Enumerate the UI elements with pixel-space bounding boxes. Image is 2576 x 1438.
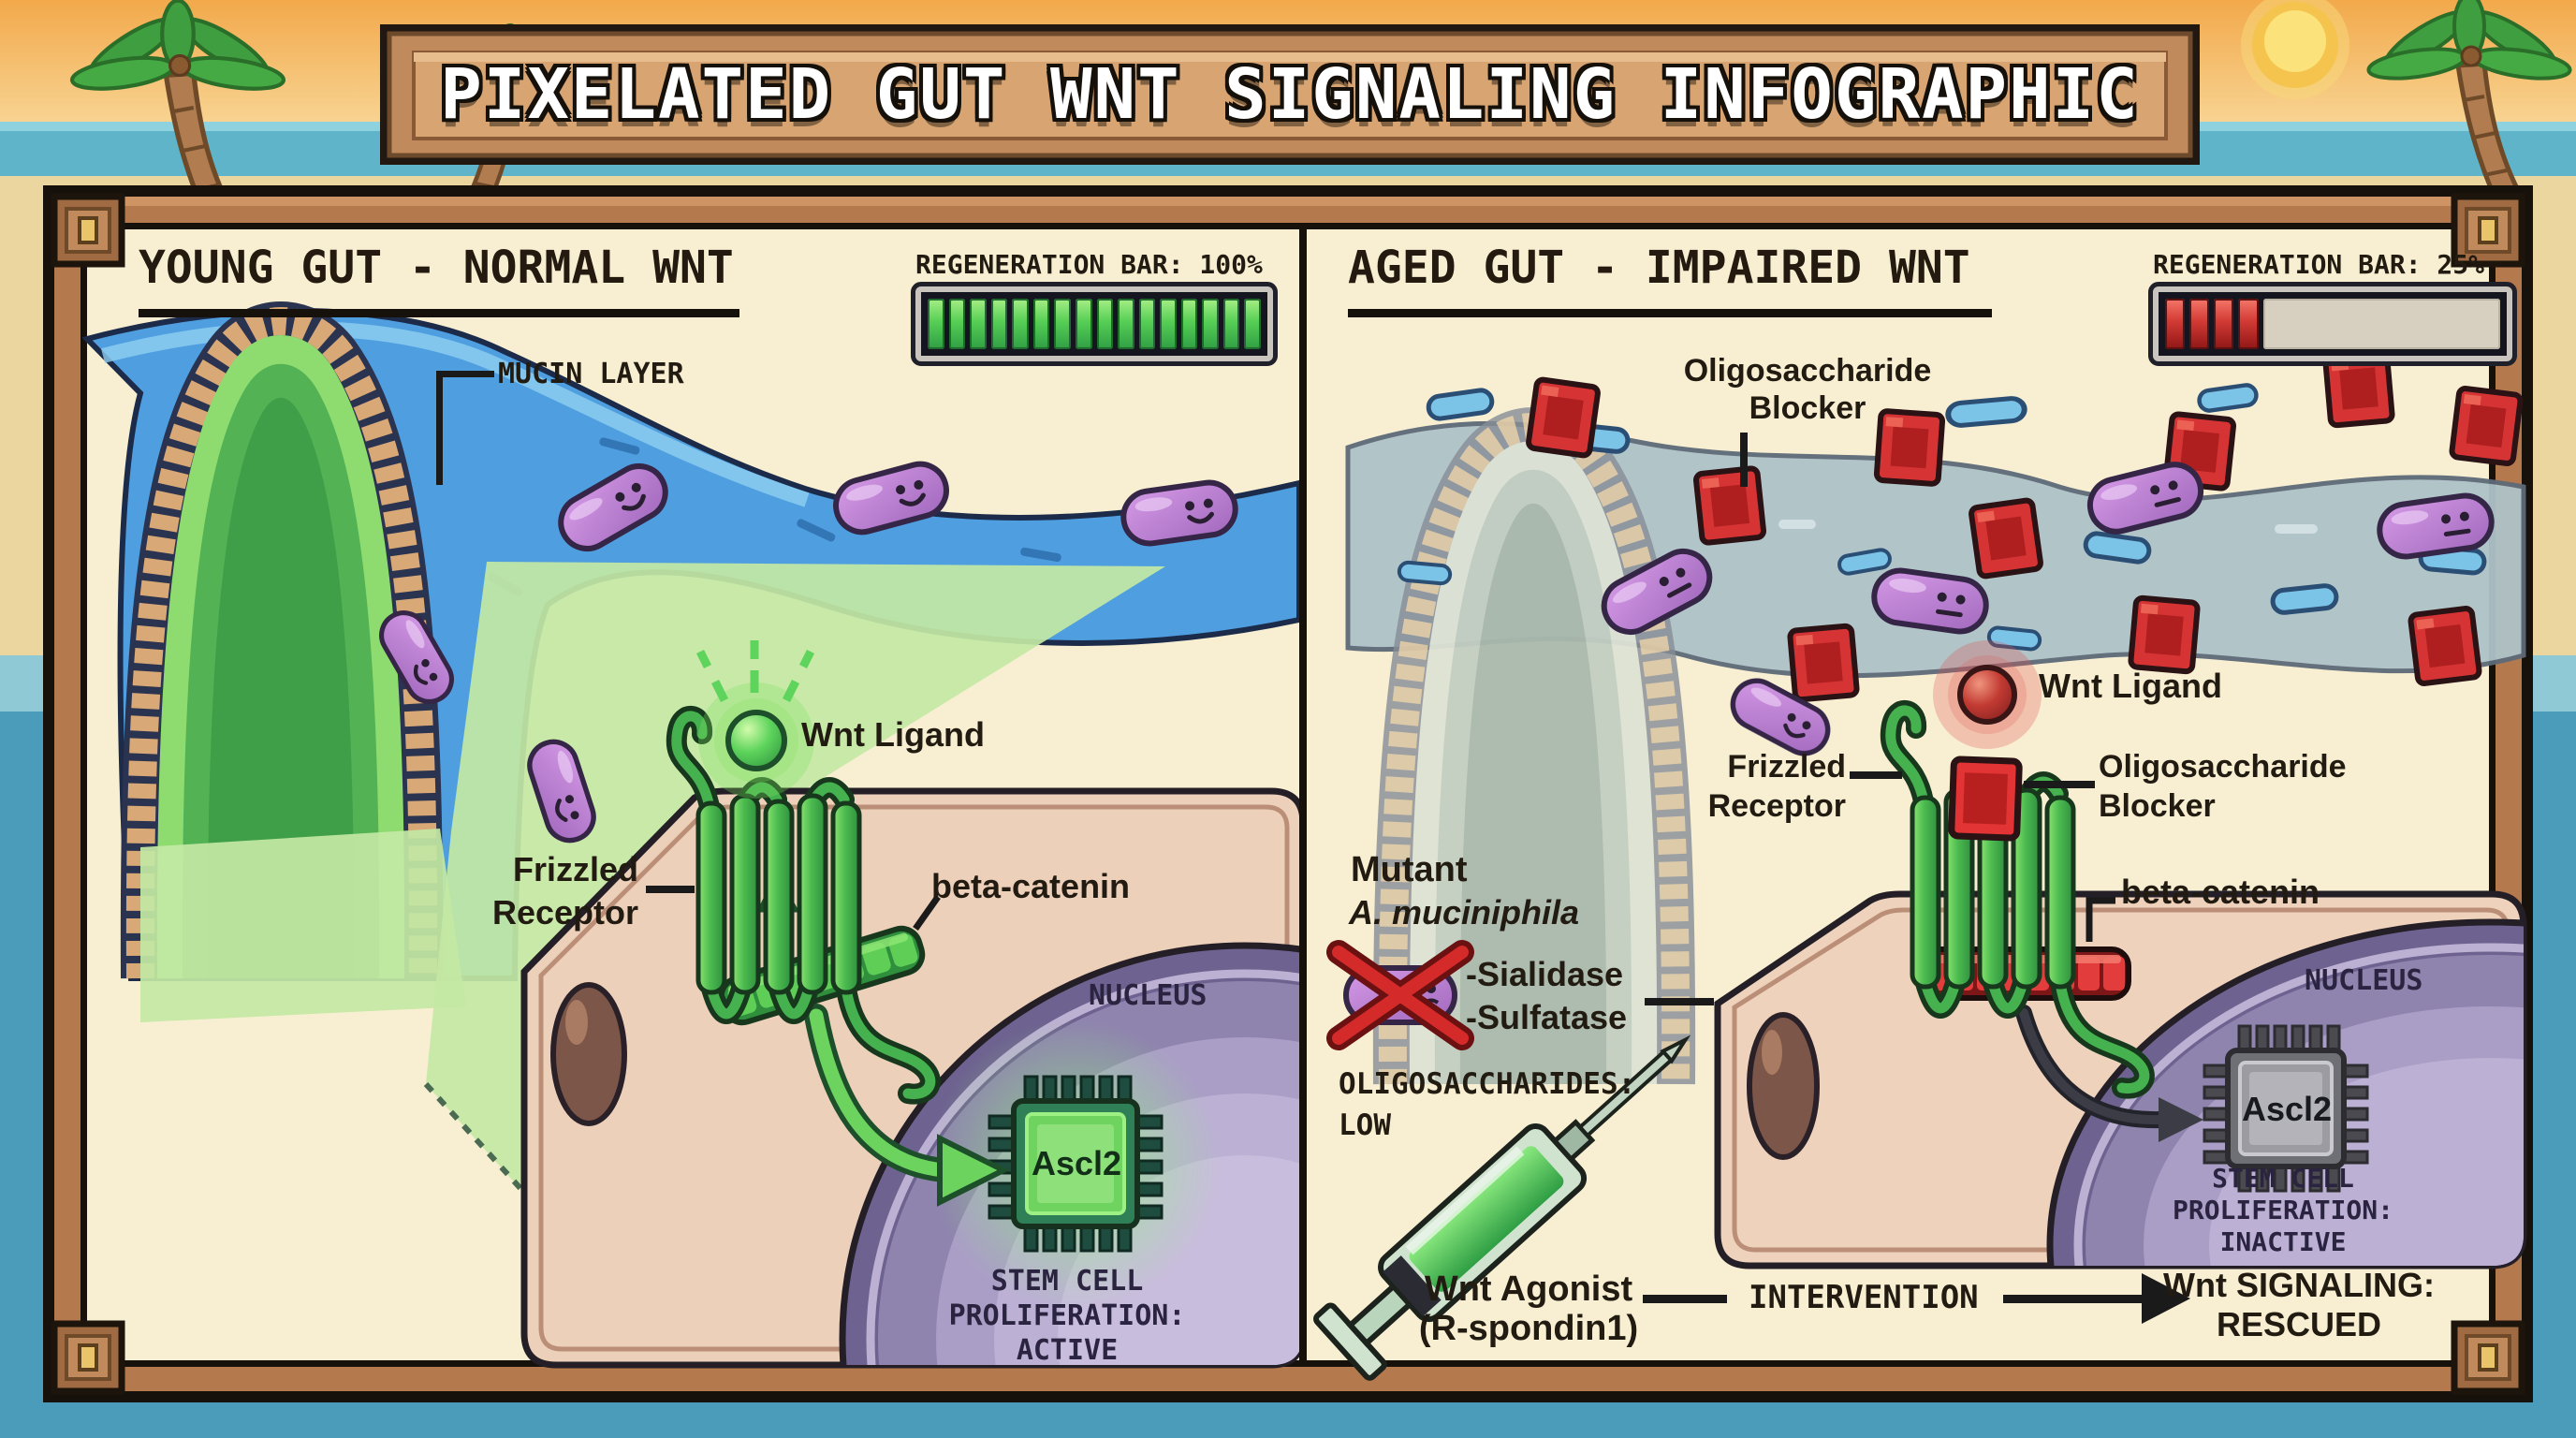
arrow-inactive-icon xyxy=(2159,1097,2203,1142)
bar-segment xyxy=(2165,299,2186,349)
oligosaccharide-blocker-icon xyxy=(1528,379,1599,456)
bar-segment xyxy=(1138,299,1156,349)
wnt-glow-rays xyxy=(695,640,815,703)
title-banner xyxy=(380,24,2200,165)
beta-catenin-label-right: beta-catenin xyxy=(2121,873,2320,911)
ascl2-chip-inactive xyxy=(2203,1024,2369,1193)
sun-icon xyxy=(2241,0,2349,99)
bar-segment xyxy=(1075,299,1092,349)
bar-segment xyxy=(948,299,966,349)
wnt-ligand-label-left: Wnt Ligand xyxy=(801,715,985,754)
left-panel-art xyxy=(81,301,1307,1369)
label-connectors-right xyxy=(1643,433,2142,1303)
oligosaccharides-low-label: OLIGOSACCHARIDES: xyxy=(1339,1067,1636,1101)
intervention-arrow-icon xyxy=(2142,1273,2190,1324)
intervention-label: INTERVENTION xyxy=(1749,1279,1979,1316)
wnt-signaling-rescued-label: Wnt SIGNALING: RESCUED xyxy=(2163,1266,2435,1343)
wnt-ligand-ball-green xyxy=(725,710,787,771)
right-regen-label: REGENERATION BAR: 25% xyxy=(2153,249,2485,280)
wnt-agonist-label: Wnt Agonist (R-spondin1) xyxy=(1418,1269,1639,1348)
oligosaccharide-blocker-icon xyxy=(1695,468,1764,543)
mutant-species-label: A. muciniphila xyxy=(1349,893,1580,932)
oligosaccharide-blocker-icon xyxy=(2130,597,2198,671)
frame-corner-icon xyxy=(2454,1324,2522,1391)
oligosaccharide-blocker-icon xyxy=(2452,388,2522,463)
bar-segment xyxy=(1118,299,1134,349)
bar-segment xyxy=(1096,299,1114,349)
organelle xyxy=(1747,1012,1820,1160)
oligo-blocker-label-top: Oligosaccharide Blocker xyxy=(1683,353,1932,426)
frame-corner-icon xyxy=(54,1324,122,1391)
sulfatase-label: -Sulfatase xyxy=(1466,998,1628,1036)
bar-segment xyxy=(1032,299,1050,349)
stem-cell-status-left: STEM CELL PROLIFERATION: ACTIVE xyxy=(948,1265,1186,1367)
nucleus-label-right: NUCLEUS xyxy=(2305,964,2423,997)
oligosaccharides-low-value: LOW xyxy=(1339,1108,1391,1142)
bar-segment xyxy=(990,299,1008,349)
nucleus-label-left: NUCLEUS xyxy=(1089,979,1208,1012)
regeneration-bar-right xyxy=(2148,282,2517,366)
blocker-on-receptor-icon xyxy=(1948,756,2023,842)
ascl2-chip-label-right: Ascl2 xyxy=(2241,1090,2333,1128)
frizzled-receptor-label-left: Frizzled Receptor xyxy=(491,850,638,932)
bar-segment xyxy=(1222,299,1240,349)
syringe-icon xyxy=(1313,1034,1691,1381)
bar-segment xyxy=(970,299,987,349)
right-panel-art xyxy=(1313,351,2527,1381)
panel-divider xyxy=(1299,229,1307,1360)
wnt-ligand-label-right: Wnt Ligand xyxy=(2039,667,2222,705)
bar-segment xyxy=(1244,299,1261,349)
mucin-layer-label: MUCIN LAYER xyxy=(498,358,684,390)
regeneration-bar-left xyxy=(911,282,1278,366)
bar-segment xyxy=(2189,299,2210,349)
page-title: PIXELATED GUT WNT SIGNALING INFOGRAPHIC xyxy=(440,54,2140,135)
bar-segment xyxy=(2238,299,2259,349)
villus-aged xyxy=(1372,407,1696,1085)
stem-cell-status-right: STEM CELL PROLIFERATION: INACTIVE xyxy=(2172,1163,2393,1257)
bar-segment xyxy=(1160,299,1177,349)
mutant-label: Mutant xyxy=(1351,850,1468,889)
oligo-blocker-label-receptor: Oligosaccharide Blocker xyxy=(2099,749,2347,824)
bar-empty-track xyxy=(2262,299,2500,349)
right-heading-underline xyxy=(1348,309,1992,317)
frame-corner-icon xyxy=(54,197,122,264)
mutant-bacterium-icon xyxy=(1326,940,1474,1050)
bar-segment xyxy=(928,299,944,349)
wnt-ligand-ball-red xyxy=(1957,665,2017,725)
sialidase-label: -Sialidase xyxy=(1466,955,1624,993)
oligosaccharide-blocker-icon xyxy=(2325,351,2393,425)
bar-segment xyxy=(1180,299,1198,349)
left-regen-label: REGENERATION BAR: 100% xyxy=(915,249,1263,280)
ascl2-chip-label-left: Ascl2 xyxy=(1031,1144,1122,1182)
bar-segment xyxy=(1012,299,1029,349)
ascl2-chip-active xyxy=(988,1075,1164,1253)
oligosaccharide-blocker-icon xyxy=(2410,608,2481,683)
bar-segment xyxy=(1054,299,1071,349)
bar-segment xyxy=(2214,299,2234,349)
right-panel-heading: AGED GUT - IMPAIRED WNT xyxy=(1348,242,1970,294)
left-panel-heading: YOUNG GUT - NORMAL WNT xyxy=(139,242,734,294)
bar-segment xyxy=(1202,299,1219,349)
villus-healthy xyxy=(120,301,444,979)
arrow-into-nucleus-icon xyxy=(937,1134,1010,1207)
frizzled-receptor-label-right: Frizzled Receptor xyxy=(1707,749,1846,824)
oligosaccharide-blocker-icon xyxy=(1970,500,2042,577)
organelle xyxy=(550,982,627,1126)
label-connectors xyxy=(436,371,695,893)
beta-catenin-label-left: beta-catenin xyxy=(931,867,1131,905)
oligosaccharide-blocker-icon xyxy=(1790,625,1857,699)
left-heading-underline xyxy=(139,309,739,317)
